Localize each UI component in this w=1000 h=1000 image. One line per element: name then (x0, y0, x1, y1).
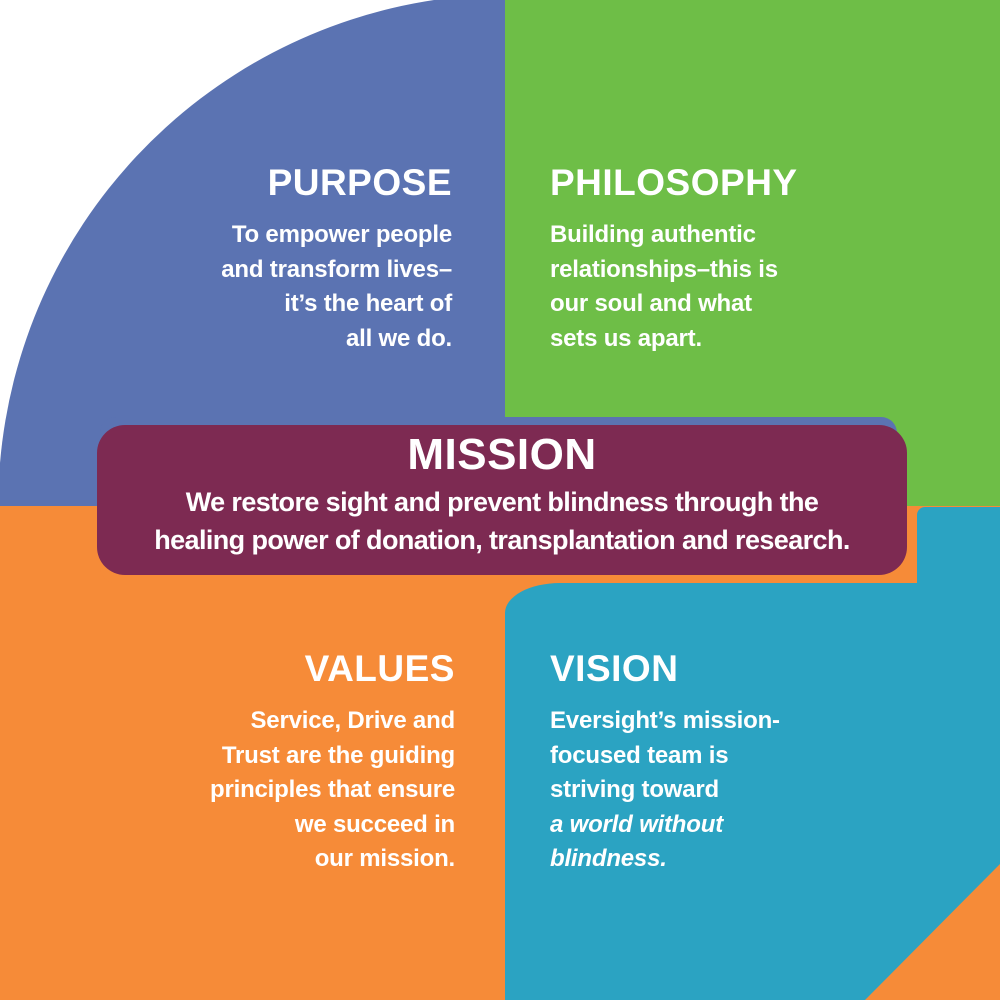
mission-line: We restore sight and prevent blindness t… (185, 487, 819, 517)
purpose-line: it’s the heart of (284, 290, 452, 317)
philosophy-line: sets us apart. (550, 324, 702, 352)
values-line: principles that ensure (210, 776, 455, 803)
purpose-body: To empower people and transform lives– i… (221, 218, 452, 356)
purpose-line: all we do. (345, 324, 452, 352)
vision-line: focused team is (550, 741, 729, 769)
vision-quadrant-shape (505, 507, 1000, 1000)
purpose-quadrant-shape (0, 0, 505, 506)
philosophy-title: PHILOSOPHY (550, 162, 798, 203)
vision-section: VISION Eversight’s mission- focused team… (550, 649, 780, 877)
mission-section: MISSION We restore sight and prevent bli… (97, 432, 907, 559)
purpose-line: To empower people (231, 221, 452, 248)
values-title: VALUES (304, 648, 455, 689)
philosophy-line: our soul and what (550, 290, 752, 317)
mission-body: We restore sight and prevent blindness t… (97, 483, 907, 559)
mission-title: MISSION (407, 430, 597, 479)
vision-line: Eversight’s mission- (550, 707, 780, 734)
purpose-line: and transform lives– (221, 255, 452, 283)
values-line: Service, Drive and (250, 707, 455, 734)
vision-title: VISION (550, 648, 679, 689)
values-line: we succeed in (294, 810, 455, 838)
mission-banner (97, 425, 907, 575)
philosophy-line: relationships–this is (550, 255, 778, 283)
philosophy-section: PHILOSOPHY Building authentic relationsh… (550, 163, 798, 356)
values-line: our mission. (314, 845, 455, 872)
vision-line: blindness. (550, 845, 667, 872)
values-section: VALUES Service, Drive and Trust are the … (210, 649, 455, 877)
vision-line: striving toward (550, 776, 720, 803)
mission-line: healing power of donation, transplantati… (154, 525, 850, 555)
vision-body: Eversight’s mission- focused team is str… (550, 704, 780, 877)
philosophy-line: Building authentic (550, 221, 756, 248)
values-line: Trust are the guiding (221, 741, 455, 769)
vision-line: a world without (550, 810, 723, 838)
purpose-section: PURPOSE To empower people and transform … (221, 163, 452, 356)
philosophy-body: Building authentic relationships–this is… (550, 218, 798, 356)
purpose-title: PURPOSE (267, 162, 452, 203)
values-body: Service, Drive and Trust are the guiding… (210, 704, 455, 877)
